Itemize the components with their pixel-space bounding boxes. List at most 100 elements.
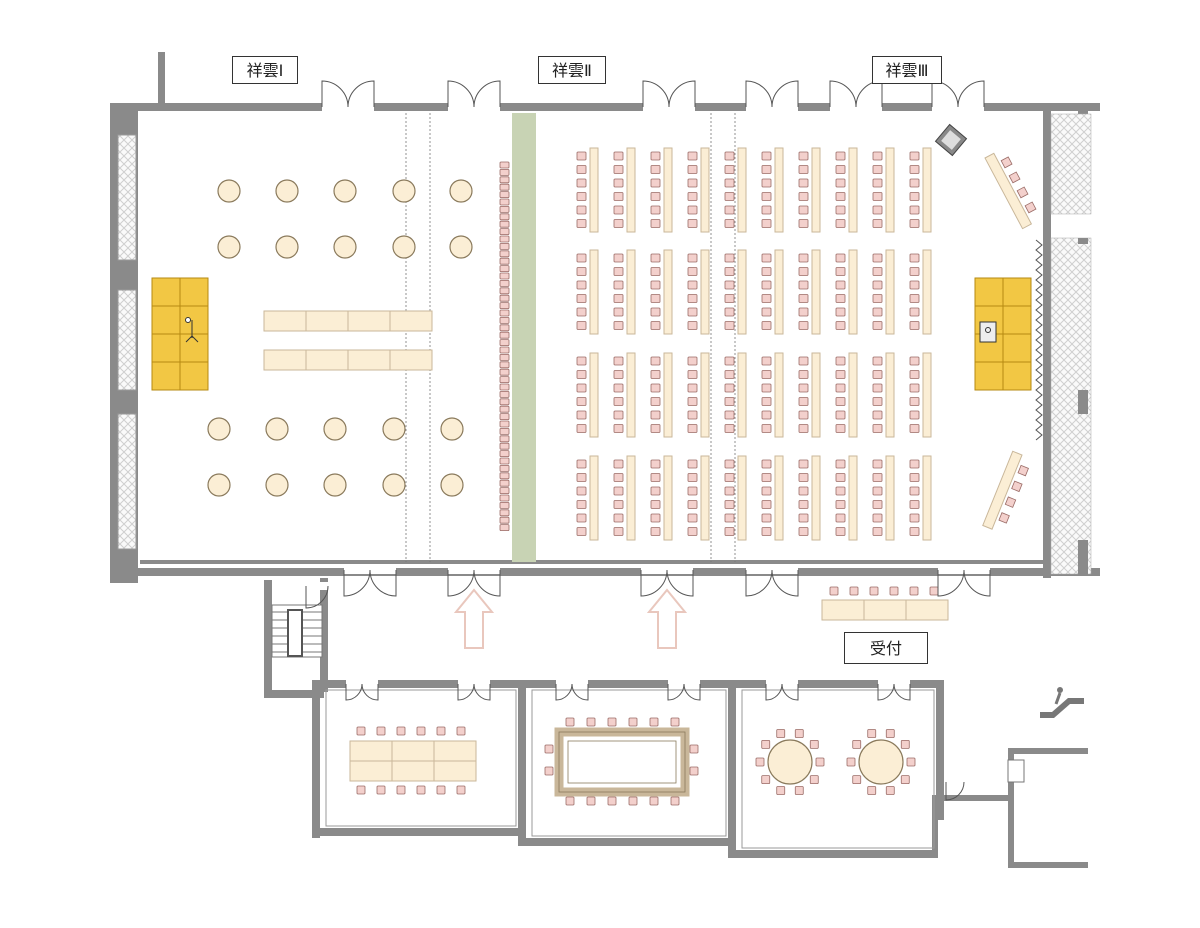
chair: [798, 513, 809, 523]
chair: [613, 151, 624, 161]
table: [774, 455, 784, 541]
lectern-icon: [979, 321, 997, 343]
chair: [499, 361, 510, 369]
chair: [499, 294, 510, 302]
chair: [687, 527, 698, 536]
chair: [576, 383, 587, 393]
chair: [835, 253, 846, 263]
table: [811, 352, 821, 438]
stage-panel: [151, 305, 181, 335]
door: [321, 80, 375, 111]
chair: [900, 739, 910, 749]
door-leaf: [963, 569, 991, 597]
chair: [724, 280, 735, 290]
chair: [794, 786, 804, 795]
chair: [436, 785, 446, 795]
chair: [869, 586, 879, 596]
chair: [872, 527, 883, 536]
chair: [499, 228, 510, 236]
table: [589, 352, 599, 438]
door-leaf: [369, 569, 397, 597]
table: [626, 352, 636, 438]
door: [877, 680, 911, 701]
chair: [761, 500, 772, 509]
chair: [724, 500, 735, 509]
door-leaf: [473, 683, 491, 701]
table: [922, 352, 932, 438]
wall: [110, 568, 1100, 576]
chair: [576, 473, 587, 482]
chair: [761, 253, 772, 263]
chair: [909, 383, 920, 393]
chair: [650, 513, 661, 523]
chair: [809, 739, 819, 749]
chair: [798, 459, 809, 469]
chair: [687, 321, 698, 330]
chair: [689, 744, 699, 754]
chair: [885, 786, 895, 795]
chair: [576, 219, 587, 228]
chair: [1000, 156, 1013, 169]
chair: [724, 527, 735, 536]
chair: [576, 205, 587, 215]
chair: [687, 424, 698, 433]
stage-panel: [151, 361, 181, 391]
wall: [932, 800, 938, 858]
table: [263, 349, 307, 371]
chair: [499, 272, 510, 280]
chair: [576, 527, 587, 536]
table: [391, 760, 435, 782]
chair: [687, 307, 698, 317]
door-leaf: [829, 80, 857, 108]
chair: [499, 287, 510, 295]
chair: [499, 346, 510, 354]
reception-label: 受付: [844, 632, 928, 664]
chair: [376, 785, 386, 795]
chair: [650, 151, 661, 161]
door-leaf: [321, 80, 349, 108]
table: [922, 455, 932, 541]
chair: [650, 527, 661, 536]
chair: [650, 473, 661, 482]
wall: [264, 690, 324, 698]
table: [626, 147, 636, 233]
door: [937, 566, 991, 597]
chair: [396, 726, 406, 736]
round-table: [217, 235, 241, 259]
chair: [909, 165, 920, 174]
table: [389, 310, 433, 332]
table: [589, 147, 599, 233]
stage-panel: [1002, 305, 1032, 335]
chair: [761, 294, 772, 303]
chair: [909, 586, 919, 596]
stage-panel: [1002, 277, 1032, 307]
chair: [687, 486, 698, 496]
mic-leg: [191, 335, 199, 343]
chair: [761, 486, 772, 496]
chair: [607, 717, 617, 727]
door-leaf: [473, 80, 501, 108]
projector-screen: [941, 130, 961, 150]
door-leaf: [447, 80, 475, 108]
chair: [576, 424, 587, 433]
chair: [889, 586, 899, 596]
chair: [761, 219, 772, 228]
chair: [613, 410, 624, 420]
chair: [499, 464, 510, 472]
chair: [829, 586, 839, 596]
chair: [613, 321, 624, 330]
chair: [650, 307, 661, 317]
chair: [909, 253, 920, 263]
wall: [1008, 862, 1088, 868]
stage-panel: [179, 361, 209, 391]
table: [774, 249, 784, 335]
chair: [613, 424, 624, 433]
chair: [649, 717, 659, 727]
chair: [761, 178, 772, 188]
chair: [576, 165, 587, 174]
chair: [835, 356, 846, 366]
door-leaf: [745, 80, 773, 108]
chair: [798, 356, 809, 366]
chair: [761, 356, 772, 366]
chair: [906, 757, 916, 767]
